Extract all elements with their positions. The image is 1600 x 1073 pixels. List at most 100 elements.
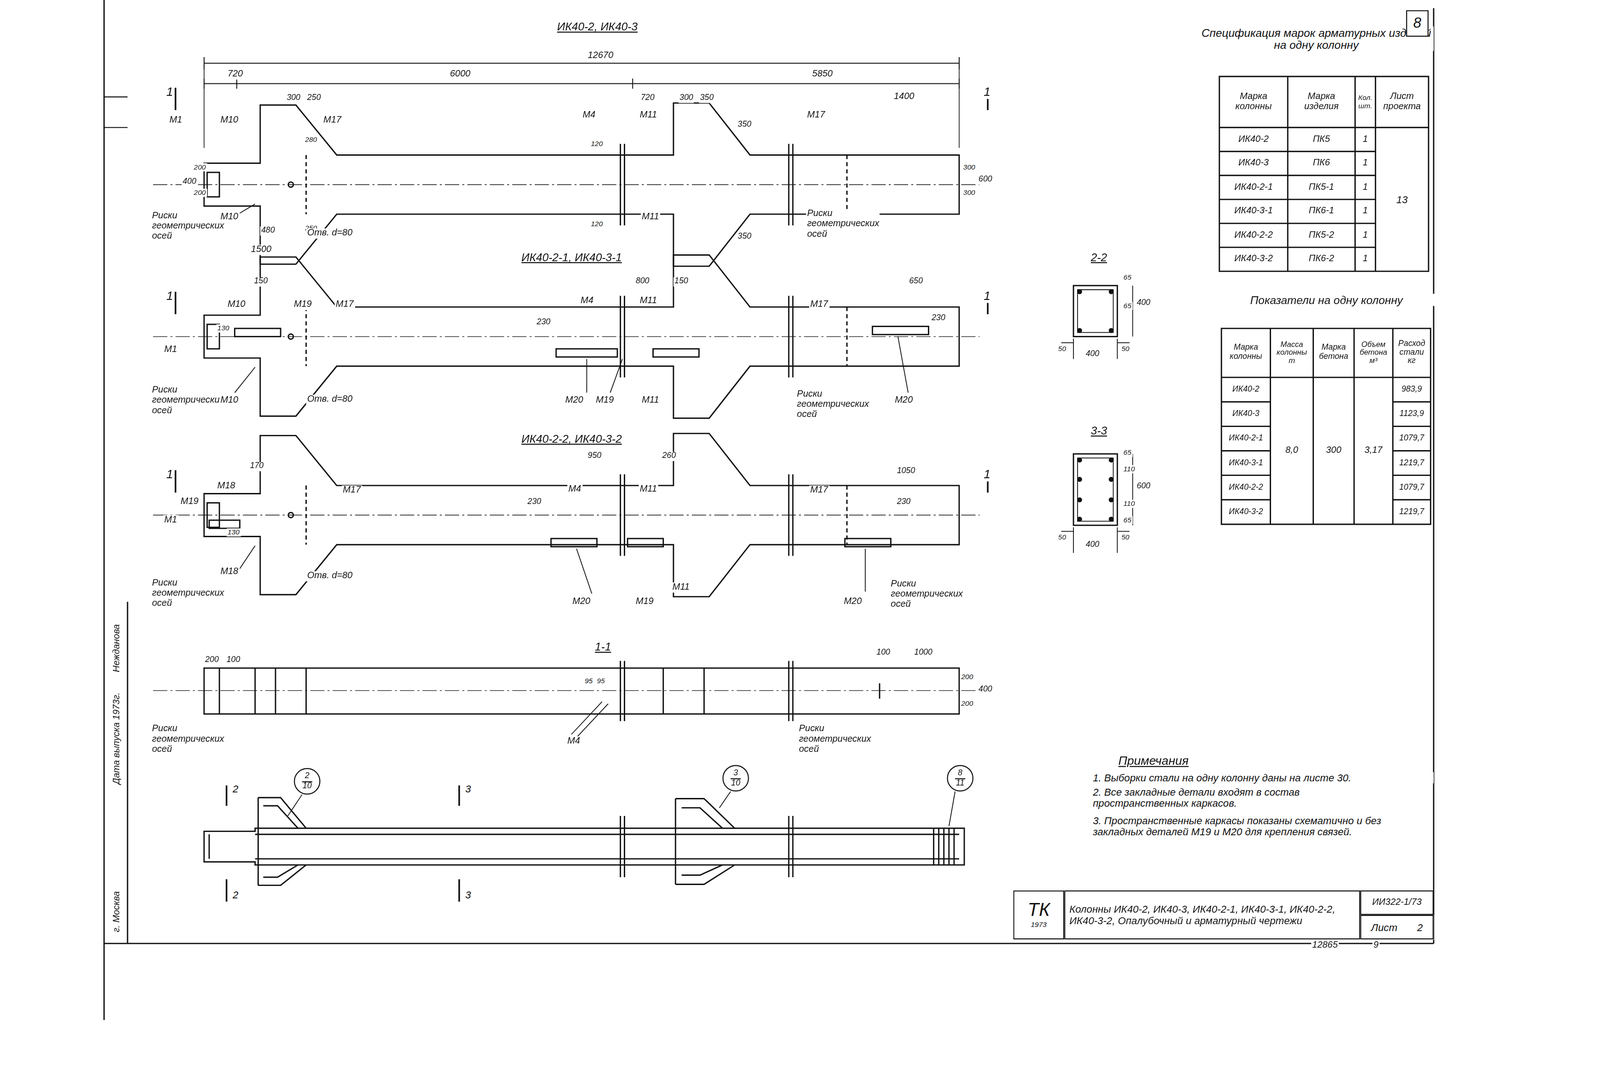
drawing-label: М17	[808, 485, 829, 496]
drawing-label: ИК40-2, ИК40-3	[556, 20, 639, 33]
drawing-label: М10	[219, 211, 240, 223]
drawing-label: Объем бетона м³	[1354, 329, 1392, 377]
drawing-label: ИК40-3	[1222, 402, 1270, 426]
drawing-label: М19	[179, 496, 200, 507]
drawing-label: 50	[1120, 533, 1131, 542]
drawing-label: ИК40-2-1	[1220, 176, 1287, 199]
drawing-label: 300	[285, 93, 302, 103]
drawing-label: ИК40-3	[1220, 152, 1287, 175]
drawing-label: 5850	[811, 69, 834, 80]
drawing-label: 1	[165, 468, 175, 482]
drawing-label: 300	[678, 93, 695, 103]
drawing-label: 65	[1122, 273, 1133, 282]
drawing-label: Нежданова	[112, 623, 123, 674]
drawing-label: ИК40-2-2, ИК40-3-2	[520, 432, 623, 446]
drawing-label: ИК40-3-2	[1220, 248, 1287, 271]
drawing-label: 120	[589, 139, 604, 148]
drawing-label: ПК5-2	[1288, 224, 1354, 247]
drawing-label: 800	[634, 277, 651, 287]
drawing-label: Кол. шт.	[1356, 77, 1375, 127]
drawing-label: 350	[698, 93, 715, 103]
drawing-label: 280	[304, 135, 318, 144]
drawing-label: 110	[1122, 499, 1136, 508]
drawing-label: М10	[219, 395, 240, 406]
drawing-label: 130	[226, 528, 241, 537]
drawing-label: 50	[1120, 344, 1131, 353]
node-text: ТК	[1027, 900, 1050, 921]
title-block-cell: Лист2	[1359, 914, 1434, 940]
callout-circle: 811	[946, 764, 974, 792]
drawing-label: 400	[1135, 298, 1152, 308]
drawing-label: ИК40-2	[1220, 128, 1287, 151]
drawing-label: ИК40-3-1	[1222, 451, 1270, 475]
drawing-label: 1	[1356, 224, 1375, 247]
drawing-label: 200	[960, 673, 974, 681]
drawing-label: Риски геометрических осей	[151, 210, 225, 242]
drawing-label: М20	[571, 596, 592, 607]
drawing-label: 1050	[896, 467, 917, 476]
drawing-label: Лист проекта	[1376, 77, 1428, 127]
drawing-label: М18	[219, 567, 240, 578]
drawing-label: 13	[1376, 128, 1428, 271]
drawing-label: 230	[930, 314, 947, 323]
drawing-label: М10	[226, 299, 247, 311]
drawing-label: 50	[1057, 344, 1068, 353]
drawing-label: 170	[248, 462, 265, 471]
drawing-label: М11	[640, 395, 661, 406]
drawing-label: Риски геометрических осей	[796, 389, 870, 421]
drawing-label: 230	[896, 497, 912, 507]
drawing-label: Марка бетона	[1314, 329, 1354, 377]
node-text: 10	[731, 778, 741, 788]
drawing-label: 2	[231, 889, 240, 901]
drawing-label: 1	[1356, 128, 1375, 151]
drawing-label: Показатели на одну колонну	[1214, 293, 1439, 307]
drawing-label: 65	[1122, 301, 1133, 310]
drawing-label: 230	[526, 497, 543, 507]
drawing-label: М4	[566, 736, 581, 747]
drawing-label: 1219,7	[1394, 451, 1431, 475]
drawing-label: 230	[535, 318, 552, 328]
node-text: 8	[955, 768, 966, 780]
drawing-label: М19	[594, 395, 615, 406]
drawing-label: М11	[638, 484, 659, 495]
title-block-cell: ТК1973	[1013, 890, 1065, 940]
drawing-label: ИК40-2-1, ИК40-3-1	[520, 251, 623, 264]
drawing-label: 100	[875, 648, 891, 658]
drawing-label: 3	[464, 889, 473, 901]
drawing-label: М17	[806, 110, 827, 121]
drawing-label: 1400	[892, 91, 916, 102]
drawing-label: М20	[893, 395, 914, 406]
node-text: ИИ322-1/73	[1372, 897, 1422, 908]
drawing-label: ПК5	[1288, 128, 1354, 151]
drawing-label: ИК40-2-1	[1222, 427, 1270, 451]
drawing-label: 400	[1084, 349, 1101, 359]
drawing-label: Отв. d=80	[305, 394, 354, 405]
drawing-label: 1219,7	[1394, 500, 1431, 524]
drawing-label: 3	[464, 783, 473, 795]
node-text: 11	[955, 778, 965, 788]
drawing-label: ИК40-3-2	[1222, 500, 1270, 524]
drawing-label: ПК6	[1288, 152, 1354, 175]
drawing-label: 95	[596, 677, 607, 686]
drawing-label: Марка изделия	[1288, 77, 1354, 127]
drawing-label: 120	[589, 220, 604, 229]
drawing-label: М11	[640, 211, 661, 223]
drawing-label: ИК40-2	[1222, 378, 1270, 401]
drawing-label: 350	[736, 120, 753, 129]
drawing-label: 1	[982, 289, 992, 304]
drawing-label: 1. Выборки стали на одну колонну даны на…	[1091, 772, 1434, 784]
drawing-label: 130	[216, 324, 231, 333]
drawing-label: Риски геометрических осей	[151, 578, 225, 609]
drawing-label: М10	[219, 115, 240, 126]
node-text: 2	[1417, 921, 1423, 933]
drawing-label: г. Москва	[112, 890, 123, 933]
drawing-label: Примечания	[1117, 754, 1190, 768]
drawing-label: Отв. d=80	[305, 228, 354, 239]
node-text: 1973	[1030, 920, 1047, 929]
drawing-label: М4	[579, 295, 595, 306]
drawing-label: 720	[639, 93, 656, 103]
drawing-label: М20	[564, 395, 585, 406]
drawing-label: Марка колонны	[1220, 77, 1287, 127]
drawing-label: М11	[638, 110, 659, 121]
drawing-label: Масса колонны т	[1271, 329, 1313, 377]
